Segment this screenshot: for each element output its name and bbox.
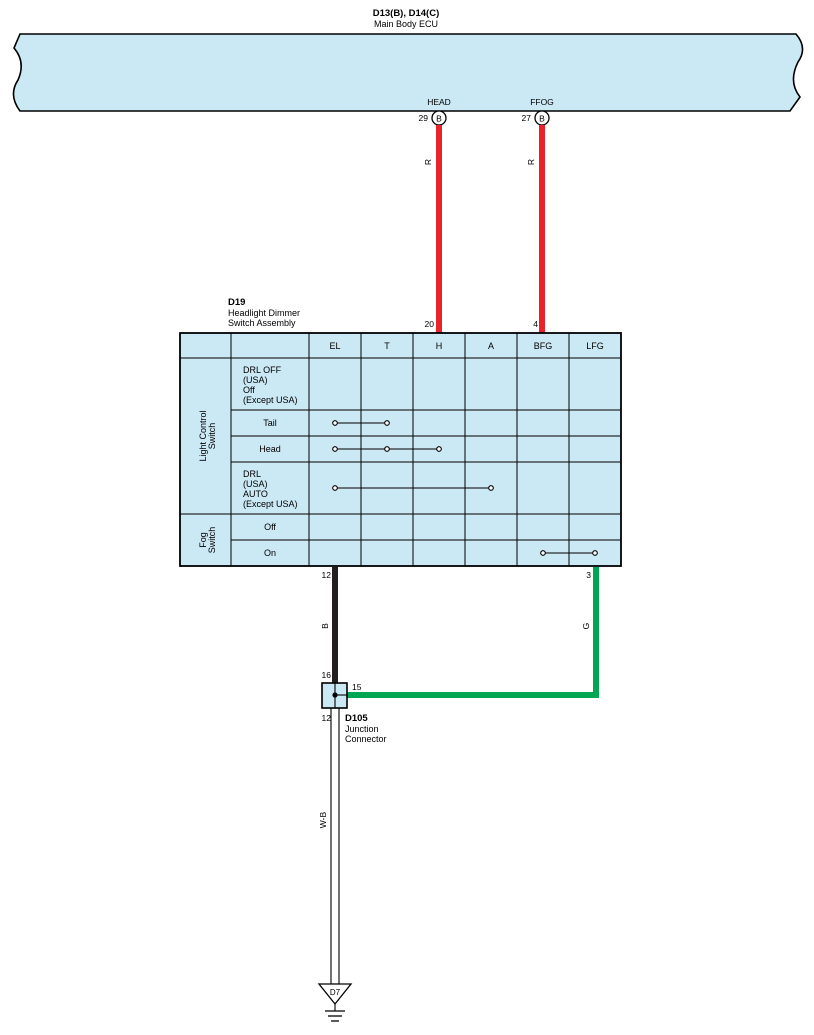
row-label-fog-off: Off bbox=[264, 522, 276, 532]
switch-pin-h: 20 bbox=[425, 319, 435, 329]
column-header-el: EL bbox=[329, 341, 340, 351]
wire-code-white-black: W-B bbox=[318, 811, 328, 828]
ecu-pin-number-head: 29 bbox=[419, 113, 429, 123]
junction-name-line1: Junction bbox=[345, 724, 379, 734]
group-light-control-line1: Light Control bbox=[198, 410, 208, 461]
main-body-ecu: D13(B), D14(C) Main Body ECU HEAD 29 B F… bbox=[12, 8, 804, 126]
ecu-connector-label: D13(B), D14(C) bbox=[373, 8, 440, 19]
wire-code-head: R bbox=[423, 159, 433, 165]
row-label-fog-on: On bbox=[264, 548, 276, 558]
continuity-terminal bbox=[436, 446, 442, 452]
junction-connector: 16 15 12 D105 Junction Connector bbox=[321, 670, 387, 744]
junction-pin-right: 15 bbox=[352, 682, 362, 692]
switch-pin-lfg: 3 bbox=[586, 570, 591, 580]
row-label-head: Head bbox=[259, 444, 281, 454]
column-header-t: T bbox=[384, 341, 390, 351]
wire-code-green: G bbox=[581, 623, 591, 630]
ecu-name: Main Body ECU bbox=[374, 19, 438, 29]
continuity-terminal bbox=[488, 485, 494, 491]
ecu-pin-code-head: B bbox=[436, 114, 442, 124]
group-light-control-line2: Switch bbox=[207, 423, 217, 450]
row-label-drl-auto-line4: (Except USA) bbox=[243, 499, 298, 509]
wire-code-ffog: R bbox=[526, 159, 536, 165]
continuity-terminal bbox=[332, 446, 338, 452]
junction-pin-top: 16 bbox=[322, 670, 332, 680]
continuity-terminal bbox=[540, 550, 546, 556]
ground-triangle bbox=[317, 983, 353, 1006]
wire-ground-white-black bbox=[330, 707, 340, 985]
continuity-terminal bbox=[384, 446, 390, 452]
ecu-pin-code-ffog: B bbox=[539, 114, 545, 124]
switch-name-line1: Headlight Dimmer bbox=[228, 308, 300, 318]
ground-point: D7 bbox=[317, 983, 353, 1022]
junction-node-dot bbox=[332, 692, 338, 698]
column-header-bfg: BFG bbox=[534, 341, 553, 351]
continuity-terminal bbox=[384, 420, 390, 426]
row-label-drl-auto-line2: (USA) bbox=[243, 479, 268, 489]
ground-label: D7 bbox=[330, 988, 341, 997]
row-label-tail: Tail bbox=[263, 418, 277, 428]
wire-code-black: B bbox=[320, 623, 330, 629]
group-fog-switch-line2: Switch bbox=[207, 527, 217, 554]
switch-connector-id: D19 bbox=[228, 297, 245, 308]
wire-fog-green bbox=[343, 567, 599, 698]
ecu-pin-signal-ffog: FFOG bbox=[530, 97, 554, 107]
row-label-drl-off-line1: DRL OFF bbox=[243, 365, 282, 375]
row-label-drl-off-line2: (USA) bbox=[243, 375, 268, 385]
junction-pin-bottom: 12 bbox=[322, 713, 332, 723]
column-header-h: H bbox=[436, 341, 443, 351]
headlight-dimmer-switch: D19 Headlight Dimmer Switch Assembly 20 … bbox=[179, 297, 622, 580]
switch-pin-el: 12 bbox=[322, 570, 332, 580]
continuity-terminal bbox=[332, 485, 338, 491]
row-label-drl-auto-line3: AUTO bbox=[243, 489, 268, 499]
continuity-marks bbox=[332, 420, 598, 556]
junction-name-line2: Connector bbox=[345, 734, 387, 744]
row-label-drl-auto-line1: DRL bbox=[243, 469, 261, 479]
column-header-a: A bbox=[488, 341, 494, 351]
ecu-pin-signal-head: HEAD bbox=[427, 97, 451, 107]
row-label-drl-off-line3: Off bbox=[243, 385, 255, 395]
junction-connector-id: D105 bbox=[345, 713, 368, 724]
continuity-terminal bbox=[592, 550, 598, 556]
switch-name-line2: Switch Assembly bbox=[228, 318, 296, 328]
ecu-pin-number-ffog: 27 bbox=[522, 113, 532, 123]
column-header-lfg: LFG bbox=[586, 341, 604, 351]
group-fog-switch-line1: Fog bbox=[198, 532, 208, 548]
switch-pin-bfg: 4 bbox=[533, 319, 538, 329]
row-label-drl-off-line4: (Except USA) bbox=[243, 395, 298, 405]
ecu-box bbox=[12, 33, 804, 112]
continuity-terminal bbox=[332, 420, 338, 426]
